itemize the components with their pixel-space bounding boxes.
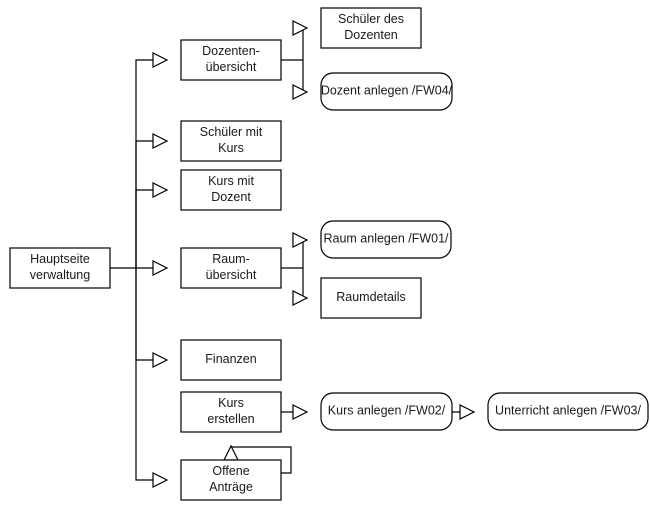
edge-hauptseite-to-raumuebersicht: [136, 260, 169, 276]
node-raumdetails[interactable]: Raumdetails: [320, 277, 422, 319]
node-kurs-erstellen[interactable]: Kurs erstellen: [180, 391, 282, 433]
edge-hauptseite-to-dozentenuebersicht: [110, 52, 169, 269]
node-label-line: Kurs anlegen /FW02/: [328, 404, 446, 418]
node-label-line: Dozenten: [344, 28, 398, 42]
arrow-head-icon: [152, 182, 169, 198]
node-box-rounded-rectangle[interactable]: [320, 220, 452, 259]
node-label-line: Raum anlegen /FW01/: [323, 232, 449, 246]
arrow-head-icon: [152, 352, 169, 368]
edge-hauptseite-to-finanzen: [135, 268, 169, 368]
node-label: Kurs anlegen /FW02/: [328, 404, 446, 418]
node-label-line: Kurs: [218, 141, 244, 155]
edge-line: [302, 60, 307, 93]
node-box-rectangle[interactable]: [180, 339, 282, 381]
edge-dozentenuebersicht-to-schueler-des-dozenten: [281, 20, 309, 61]
node-box-rounded-rectangle[interactable]: [487, 392, 649, 431]
node-unterricht-anlegen[interactable]: Unterricht anlegen /FW03/: [487, 392, 649, 431]
arrow-head-icon: [459, 404, 476, 420]
node-box-rounded-rectangle[interactable]: [320, 392, 453, 431]
node-label: Kurs erstellen: [207, 396, 254, 426]
node-label-line: übersicht: [206, 60, 257, 74]
edge-line: [135, 268, 167, 361]
arrow-head-icon: [292, 20, 309, 36]
arrow-head-icon: [292, 84, 309, 100]
node-label-line: Raumdetails: [336, 290, 405, 304]
arrow-head-icon: [152, 260, 169, 276]
arrow-head-icon: [223, 444, 239, 461]
node-label: Raum-übersicht: [206, 252, 257, 282]
node-box-rectangle[interactable]: [180, 120, 282, 162]
node-box-rounded-rectangle[interactable]: [320, 72, 453, 111]
node-label: Raum anlegen /FW01/: [323, 232, 449, 246]
node-label-line: Dozent anlegen /FW04/: [321, 84, 453, 98]
arrow-head-icon: [292, 232, 309, 248]
node-box-rectangle[interactable]: [9, 247, 111, 289]
node-box-rectangle[interactable]: [180, 169, 282, 211]
edge-kurs-erstellen-to-kurs-anlegen: [281, 404, 309, 420]
edge-raumuebersicht-to-raum-anlegen: [281, 232, 309, 269]
node-hauptseite[interactable]: Hauptseite verwaltung: [9, 247, 111, 289]
node-dozentenuebersicht[interactable]: Dozenten-übersicht: [180, 39, 282, 81]
node-box-rectangle[interactable]: [180, 39, 282, 81]
node-label-line: Anträge: [209, 480, 253, 494]
edge-layer: [110, 20, 476, 488]
node-label-line: Raum-: [212, 252, 250, 266]
node-label-line: Kurs mit: [208, 174, 254, 188]
node-label: Raumdetails: [336, 290, 405, 304]
node-label-line: übersicht: [206, 268, 257, 282]
node-raumuebersicht[interactable]: Raum-übersicht: [180, 247, 282, 289]
node-label-line: Schüler des: [338, 12, 404, 26]
node-label-line: Schüler mit: [200, 125, 263, 139]
arrow-head-icon: [292, 290, 309, 306]
node-box-rectangle[interactable]: [320, 277, 422, 319]
edge-line: [135, 140, 167, 268]
node-label-line: Unterricht anlegen /FW03/: [495, 404, 641, 418]
edge-line: [135, 268, 167, 481]
edge-dozentenuebersicht-to-dozent-anlegen: [292, 60, 309, 100]
node-label-line: Offene: [212, 464, 249, 478]
arrow-head-icon: [152, 52, 169, 68]
node-label: Unterricht anlegen /FW03/: [495, 404, 641, 418]
node-label-line: Dozenten-: [202, 44, 260, 58]
arrow-head-icon: [152, 472, 169, 488]
node-label: Dozenten-übersicht: [202, 44, 260, 74]
node-label: Hauptseite verwaltung: [30, 252, 90, 282]
node-label: Dozent anlegen /FW04/: [321, 84, 453, 98]
edge-kurs-anlegen-to-unterricht-anlegen: [452, 404, 476, 420]
node-label-line: Dozent: [211, 190, 251, 204]
node-label-line: erstellen: [207, 412, 254, 426]
node-box-rectangle[interactable]: [320, 7, 422, 49]
node-box-rectangle[interactable]: [180, 391, 282, 433]
node-raum-anlegen[interactable]: Raum anlegen /FW01/: [320, 220, 452, 259]
edge-line: [110, 59, 167, 269]
node-label-line: Finanzen: [205, 352, 256, 366]
node-label-line: Kurs: [218, 396, 244, 410]
node-label-line: verwaltung: [30, 268, 90, 282]
node-box-rectangle[interactable]: [180, 459, 282, 501]
arrow-head-icon: [152, 133, 169, 149]
edge-line: [135, 189, 167, 268]
edge-hauptseite-to-kurs-mit-dozent: [135, 182, 169, 268]
edge-hauptseite-to-schueler-mit-kurs: [135, 133, 169, 268]
node-box-rectangle[interactable]: [180, 247, 282, 289]
node-dozent-anlegen[interactable]: Dozent anlegen /FW04/: [320, 72, 453, 111]
edge-raumuebersicht-to-raumdetails: [292, 268, 309, 306]
node-finanzen[interactable]: Finanzen: [180, 339, 282, 381]
node-label-line: Hauptseite: [30, 252, 90, 266]
arrow-head-icon: [292, 404, 309, 420]
node-label: Finanzen: [205, 352, 256, 366]
node-kurs-anlegen[interactable]: Kurs anlegen /FW02/: [320, 392, 453, 431]
edge-hauptseite-to-offene-antraege: [135, 268, 169, 488]
edge-line: [302, 268, 307, 299]
